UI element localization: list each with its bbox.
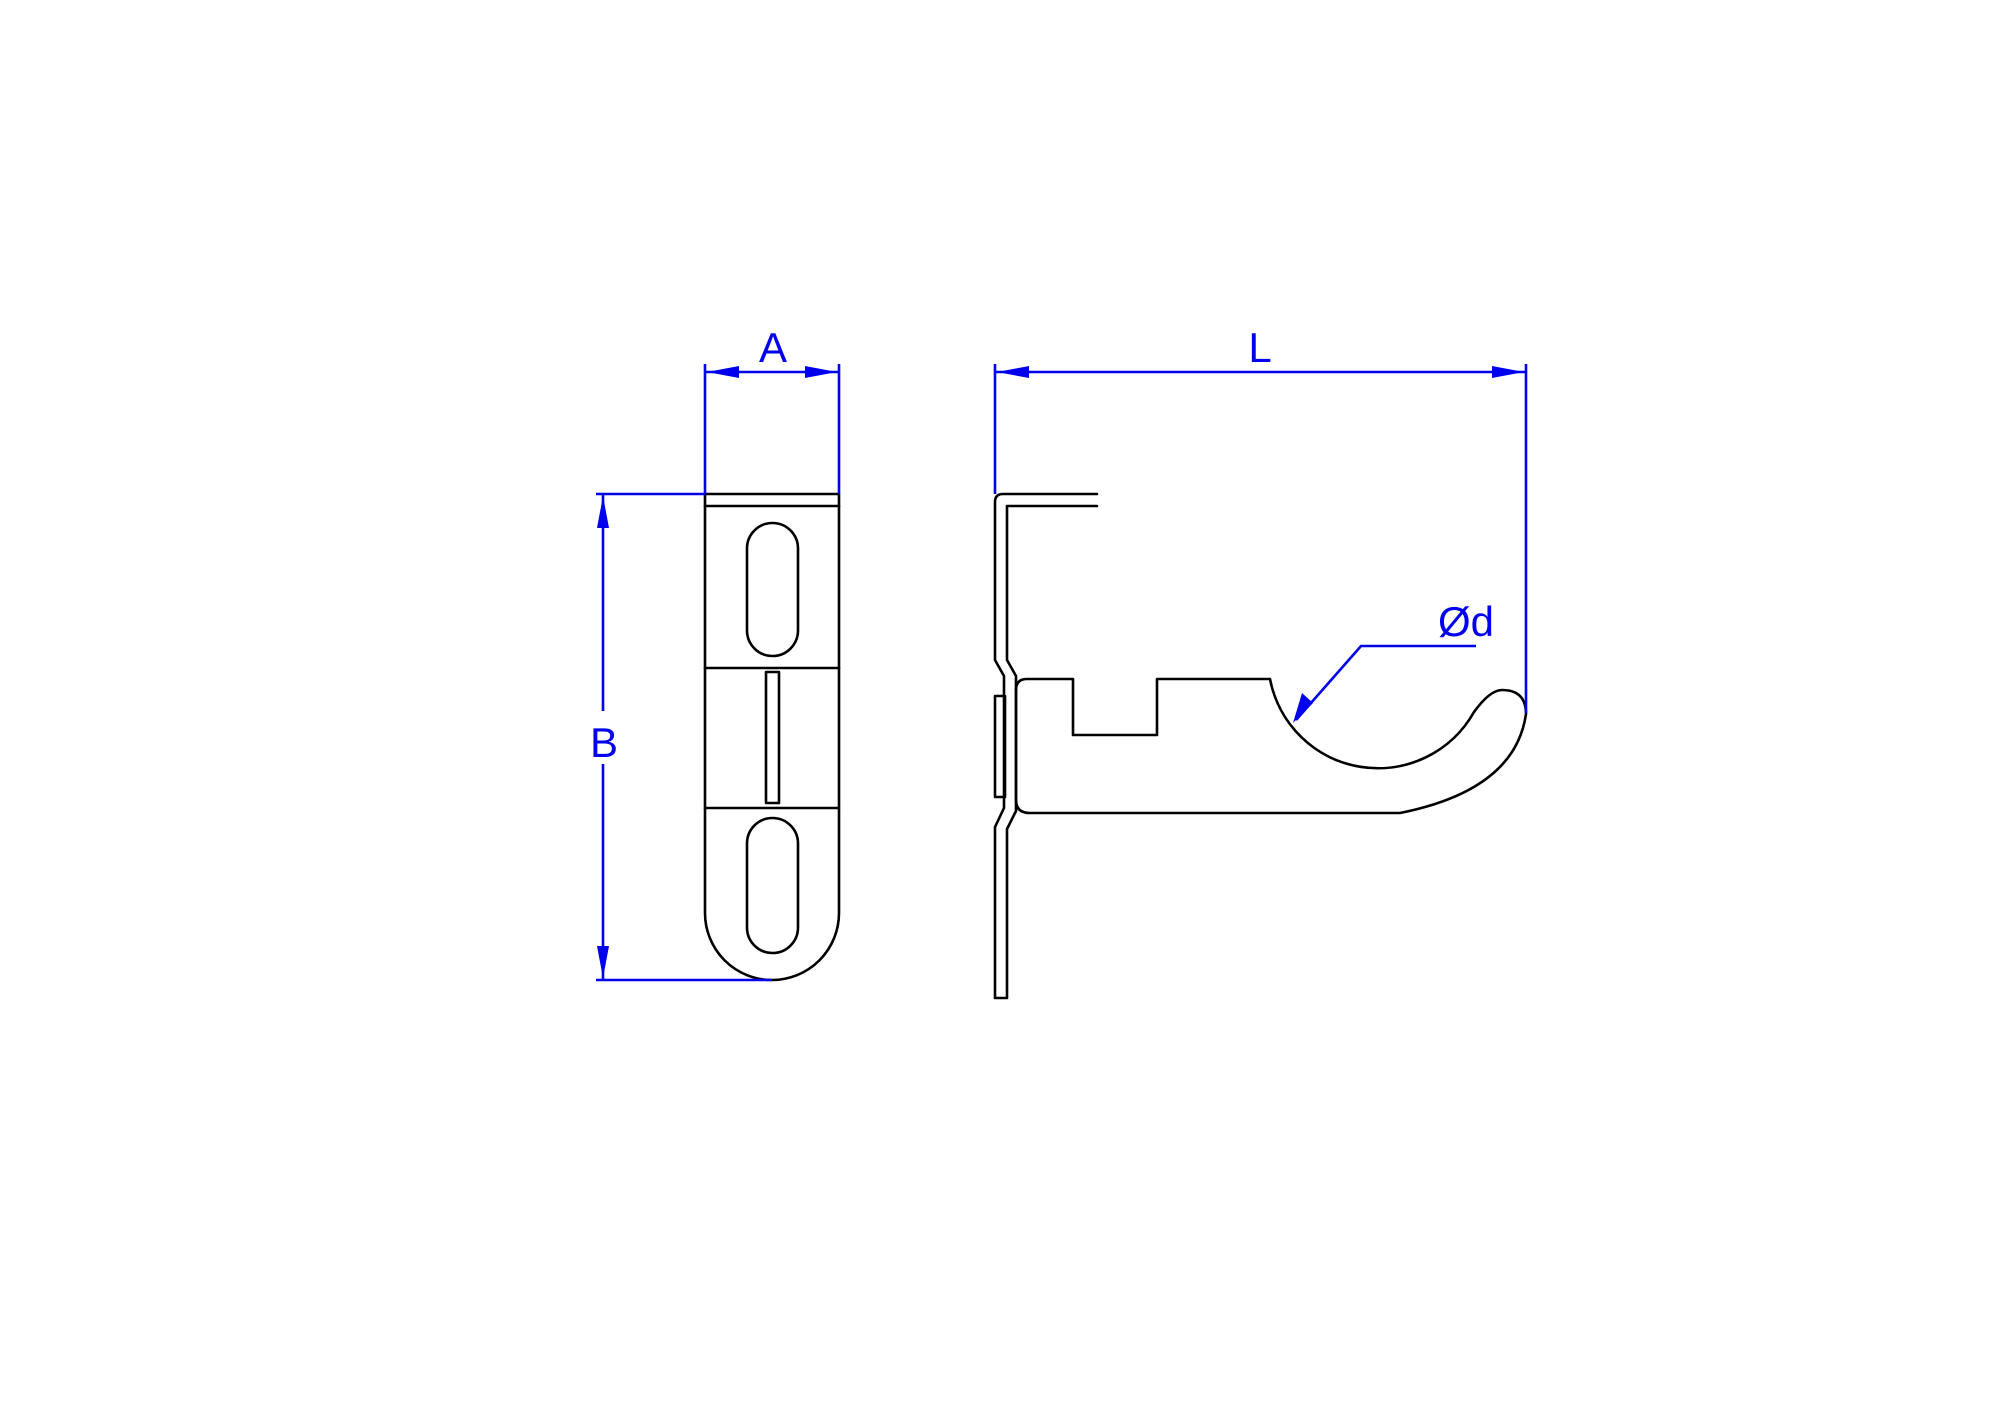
side-view: [993, 492, 1528, 1000]
dimension-l: L: [993, 324, 1528, 713]
top-slot: [745, 521, 800, 658]
dim-b-arrow-bottom: [597, 946, 609, 978]
hook-arm: [1014, 677, 1528, 815]
dimension-a: A: [703, 324, 841, 494]
dim-a-arrow-right: [805, 366, 837, 378]
dim-l-arrow-left: [997, 366, 1029, 378]
dim-d-arrow: [1293, 693, 1313, 723]
dim-l-label: L: [1248, 324, 1271, 371]
dim-d-leader: [1295, 644, 1476, 721]
bottom-slot: [745, 816, 800, 955]
mounting-plate: [993, 492, 1099, 1000]
front-view-outline: [703, 492, 841, 982]
dim-b-label: B: [590, 719, 618, 766]
mounting-tab: [993, 694, 1007, 799]
dim-a-arrow-left: [707, 366, 739, 378]
dimension-b: B: [590, 492, 772, 982]
front-view: [703, 492, 841, 982]
center-slot: [764, 670, 781, 805]
dim-l-arrow-right: [1492, 366, 1524, 378]
dimension-diameter: Ød: [1293, 598, 1494, 723]
dim-a-label: A: [759, 324, 787, 371]
dim-d-label: Ød: [1438, 598, 1494, 645]
dim-b-arrow-top: [597, 496, 609, 528]
